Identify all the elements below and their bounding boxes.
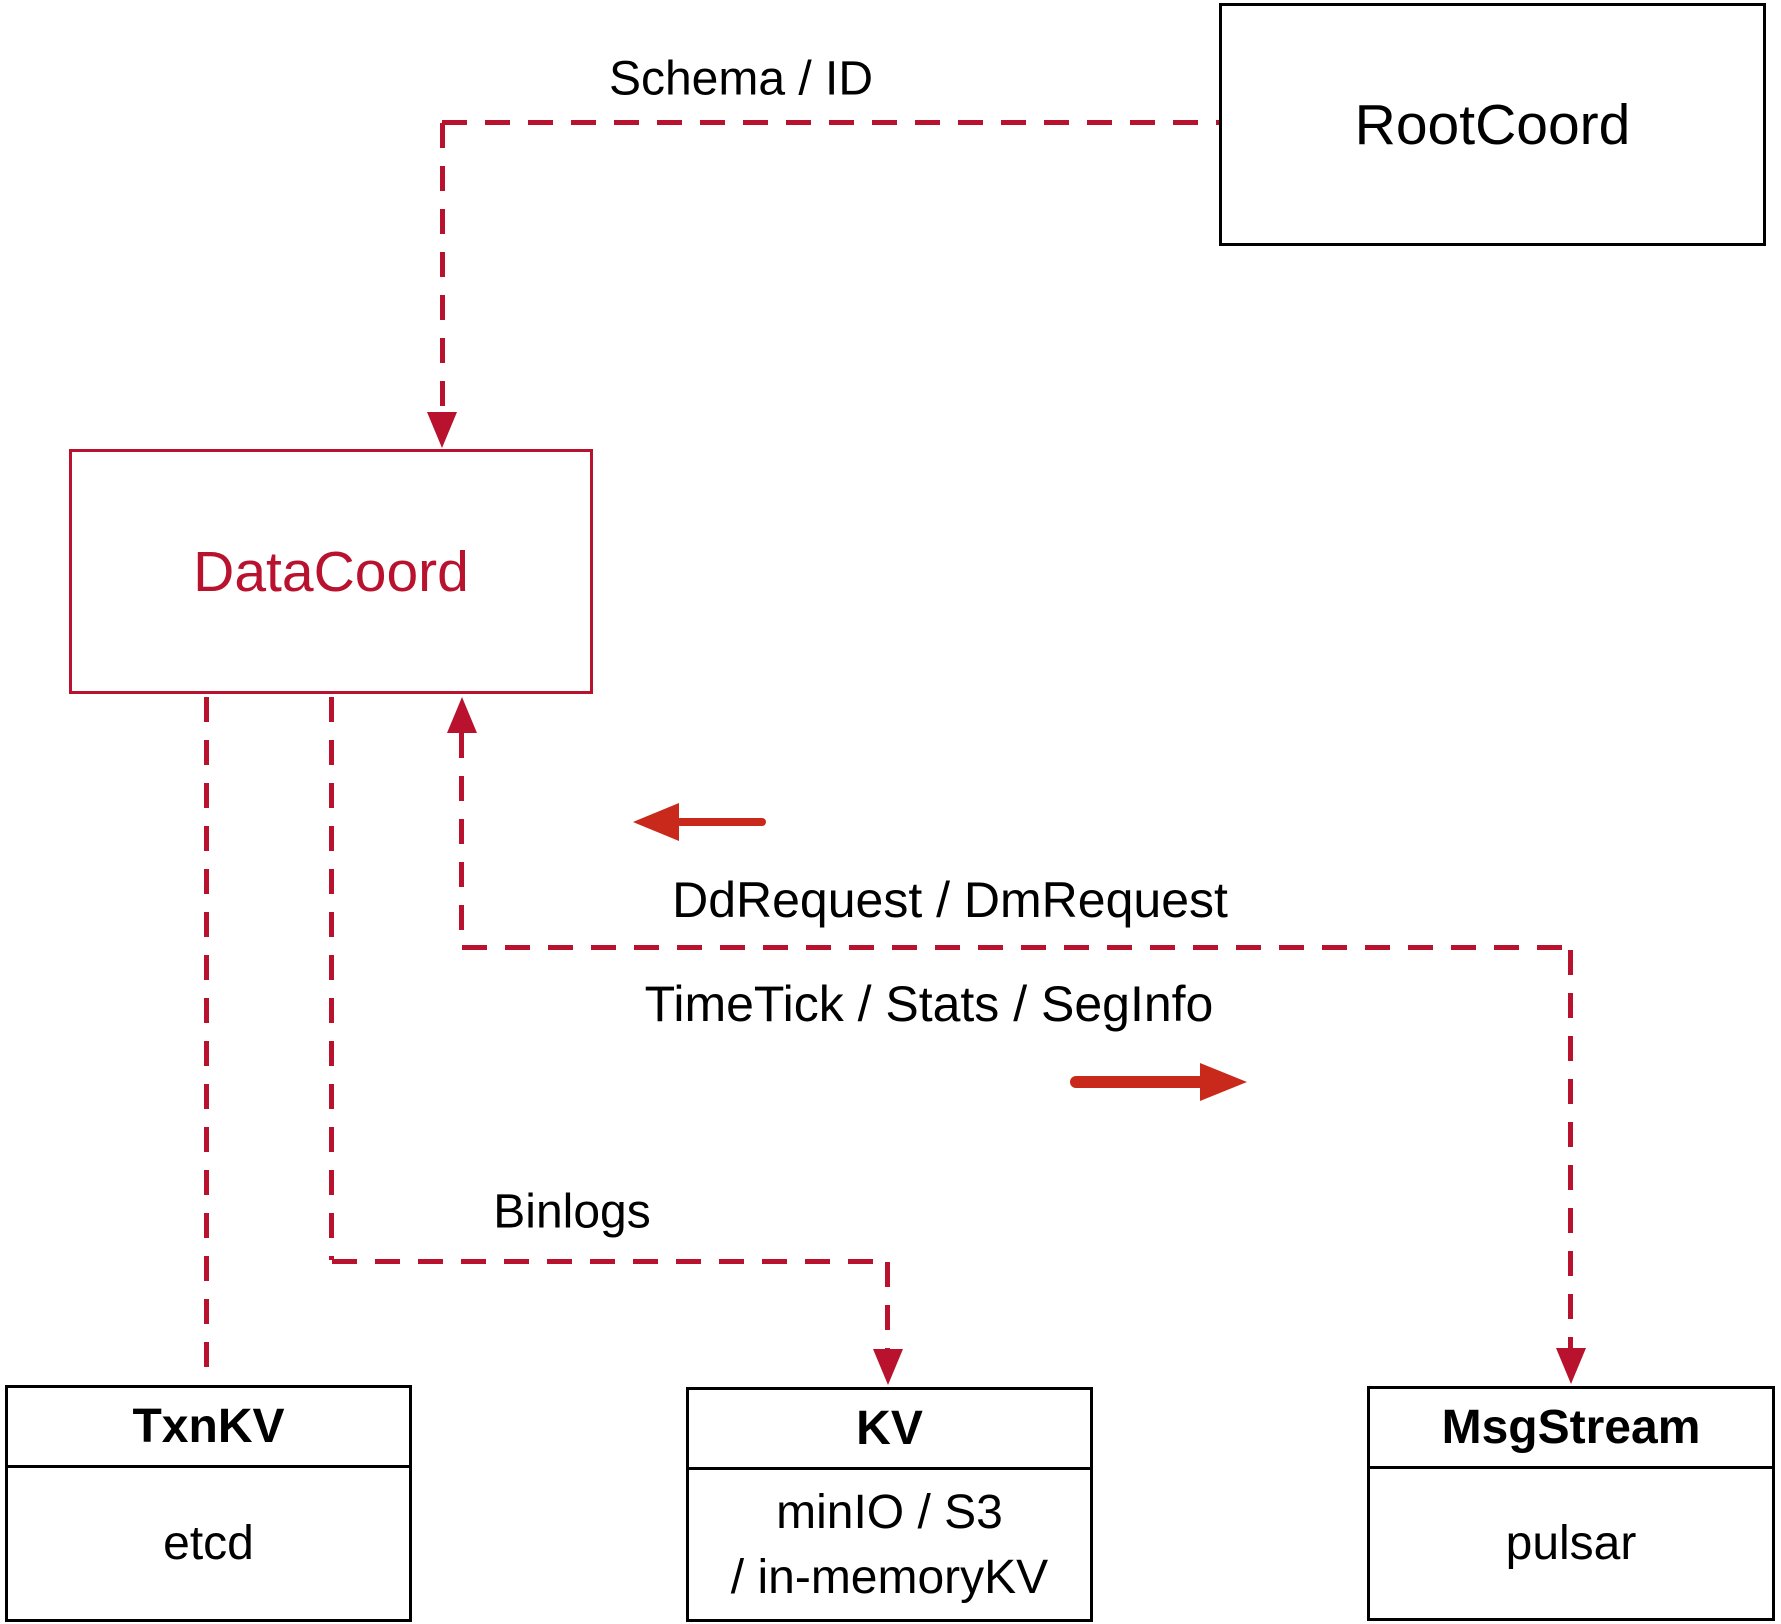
- left-direction-arrow-shaft: [676, 818, 766, 826]
- edge-requests-hline: [462, 945, 1571, 950]
- edge-label-ddrequest-dmrequest: DdRequest / DmRequest: [672, 872, 1228, 928]
- left-direction-arrow-icon: [633, 803, 679, 841]
- edge-requests-vline-left: [459, 733, 464, 945]
- node-txnkv-impl: etcd: [163, 1517, 254, 1570]
- edge-schema-id-vline: [440, 123, 445, 412]
- edge-label-schema-id: Schema / ID: [608, 52, 874, 106]
- edge-label-binlogs: Binlogs: [493, 1185, 651, 1239]
- node-kv-body: minIO / S3 / in-memoryKV: [689, 1470, 1090, 1619]
- node-datacoord-label: DataCoord: [193, 539, 469, 604]
- edge-binlogs-vline-2: [885, 1262, 890, 1349]
- edge-datacoord-txnkv-vline: [204, 697, 209, 1385]
- arrowhead-into-datacoord-bottom: [447, 697, 477, 733]
- arrowhead-into-kv-top: [873, 1349, 903, 1385]
- node-msgstream-header: MsgStream: [1370, 1389, 1772, 1469]
- node-rootcoord-label: RootCoord: [1354, 92, 1631, 157]
- node-kv-title: KV: [856, 1402, 923, 1455]
- arrowhead-into-datacoord-top: [427, 412, 457, 448]
- edge-binlogs-hline: [332, 1259, 888, 1264]
- node-txnkv-header: TxnKV: [8, 1388, 409, 1468]
- node-kv-impl-line1: minIO / S3: [776, 1485, 1003, 1539]
- edge-binlogs-vline-1: [329, 697, 334, 1260]
- node-kv-header: KV: [689, 1390, 1090, 1470]
- edge-schema-id-hline: [442, 120, 1219, 125]
- edge-requests-vline-right: [1568, 950, 1573, 1348]
- edge-label-timetick-stats-seginfo: TimeTick / Stats / SegInfo: [644, 976, 1214, 1032]
- node-msgstream-body: pulsar: [1370, 1469, 1772, 1618]
- node-msgstream: MsgStream pulsar: [1367, 1386, 1775, 1621]
- node-rootcoord: RootCoord: [1219, 3, 1766, 246]
- node-txnkv-title: TxnKV: [132, 1400, 285, 1453]
- node-kv: KV minIO / S3 / in-memoryKV: [686, 1387, 1093, 1622]
- right-direction-arrow-shaft: [1070, 1076, 1205, 1088]
- node-txnkv-body: etcd: [8, 1468, 409, 1619]
- node-msgstream-title: MsgStream: [1441, 1401, 1701, 1454]
- node-kv-impl-line2: / in-memoryKV: [730, 1550, 1049, 1604]
- node-datacoord: DataCoord: [69, 449, 593, 694]
- right-direction-arrow-icon: [1200, 1063, 1247, 1101]
- node-msgstream-impl: pulsar: [1505, 1517, 1637, 1570]
- node-txnkv: TxnKV etcd: [5, 1385, 412, 1622]
- arrowhead-into-msgstream-top: [1556, 1348, 1586, 1384]
